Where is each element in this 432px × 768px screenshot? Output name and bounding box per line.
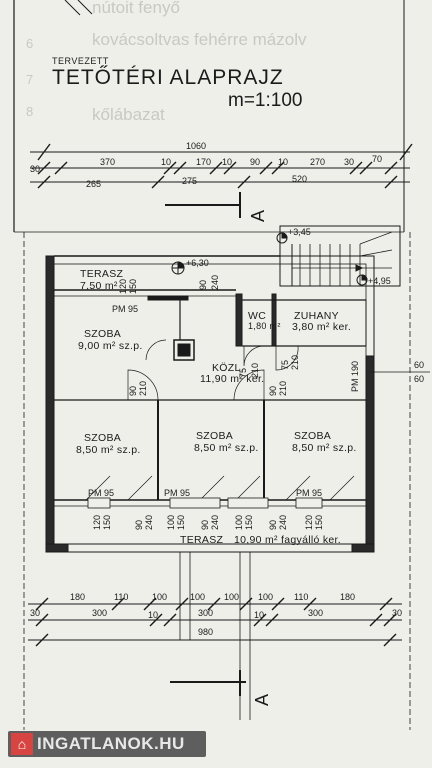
house-icon: ⌂ — [11, 733, 33, 755]
room-szoba4-name: SZOBA — [294, 430, 332, 442]
bottom-dim-1: 180 — [70, 592, 86, 602]
section-mark-top: A — [248, 209, 268, 222]
room-szoba4-area: 8,50 m² sz.p. — [292, 442, 357, 454]
section-mark-bottom: A — [252, 693, 272, 706]
room-terasz-bottom-name: TERASZ — [180, 534, 224, 546]
ghost-num-8: 8 — [26, 104, 34, 119]
room-terasz-top-name: TERASZ — [80, 268, 124, 280]
bottom-dim-r2-4: 300 — [198, 608, 214, 618]
room-kozl-area: 11,90 m² ker. — [200, 373, 265, 385]
watermark-badge: ⌂ INGATLANOK.HU — [8, 731, 206, 757]
bottom-door-dim-14: 150 — [314, 514, 324, 530]
room-szoba3-area: 8,50 m² sz.p. — [194, 442, 259, 454]
ghost-text-1: nútoit fenyő — [92, 0, 180, 17]
bottom-door-dim-11: 90 — [268, 519, 278, 530]
bottom-door-dim-4: 240 — [144, 514, 154, 530]
top-dim-total: 1060 — [186, 141, 207, 151]
ghost-num-6: 6 — [26, 36, 34, 51]
bottom-dim-7: 110 — [294, 592, 309, 602]
window-pm95-3: PM 95 — [164, 488, 191, 498]
bottom-door-dim-3: 90 — [134, 519, 144, 530]
bottom-door-dim-6: 150 — [176, 514, 186, 530]
top-dim-9: 30 — [344, 157, 355, 167]
window-pm95-1: PM 95 — [112, 304, 139, 314]
room-terasz-bottom-area: 10,90 m² fagyálló ker. — [234, 534, 341, 546]
top-dim-6: 90 — [250, 157, 261, 167]
top-dim-r2-2: 275 — [182, 176, 198, 186]
bottom-door-dim-7: 90 — [200, 519, 210, 530]
bottom-door-dim-9: 100 — [234, 514, 244, 530]
room-wc-name: WC — [248, 310, 267, 322]
bottom-dim-4: 100 — [190, 592, 206, 602]
top-dim-1: 30 — [30, 164, 41, 174]
ghost-text-3: kőlábazat — [92, 105, 165, 124]
top-dim-8: 270 — [310, 157, 326, 167]
door-dim-6: 210 — [250, 362, 260, 378]
side-dim-a: 60 — [414, 360, 425, 370]
top-dim-10: 70 — [372, 154, 383, 164]
top-dim-7: 10 — [278, 157, 289, 167]
top-dim-2: 370 — [100, 157, 116, 167]
room-wc-area: 1,80 m² — [248, 321, 281, 331]
door-dim-10: 210 — [138, 380, 148, 396]
bottom-dim-r2-1: 30 — [30, 608, 41, 618]
door-dim-7: 75 — [280, 359, 290, 370]
bottom-dim-6: 100 — [258, 592, 274, 602]
window-pm95-2: PM 95 — [88, 488, 115, 498]
room-zuhany-name: ZUHANY — [294, 310, 339, 322]
door-dim-12: 210 — [278, 380, 288, 396]
bottom-dim-5: 100 — [224, 592, 240, 602]
top-dim-r2-3: 520 — [292, 174, 308, 184]
roof-level: +6,30 — [186, 258, 209, 268]
top-dim-5: 10 — [222, 157, 233, 167]
bottom-dim-total: 980 — [198, 627, 214, 637]
room-zuhany-area: 3,80 m² ker. — [292, 321, 352, 333]
ghost-num-7: 7 — [26, 72, 34, 87]
bottom-dim-r2-6: 300 — [308, 608, 324, 618]
room-szoba1-area: 9,00 m² sz.p. — [78, 340, 143, 352]
room-szoba1-name: SZOBA — [84, 328, 122, 340]
bottom-door-dim-5: 100 — [166, 514, 176, 530]
ghost-text-2: kovácsoltvas fehérre mázolv — [92, 30, 307, 49]
room-szoba2-name: SZOBA — [84, 432, 122, 444]
bottom-dim-3: 100 — [152, 592, 168, 602]
plan-title: TETŐTÉRI ALAPRAJZ — [52, 66, 284, 89]
plan-scale: m=1:100 — [228, 90, 303, 111]
bottom-dim-r2-7: 30 — [392, 608, 403, 618]
door-dim-11: 90 — [268, 385, 278, 396]
door-dim-3: 90 — [198, 279, 208, 290]
bottom-dim-2: 110 — [114, 592, 129, 602]
door-dim-4: 240 — [210, 274, 220, 290]
bottom-door-dim-8: 240 — [210, 514, 220, 530]
door-dim-8: 210 — [290, 354, 300, 370]
watermark-text: INGATLANOK.HU — [37, 734, 185, 753]
window-pm190: PM 190 — [350, 360, 360, 392]
bottom-dim-r2-3: 10 — [148, 610, 159, 620]
bottom-door-dim-13: 120 — [304, 514, 314, 530]
bottom-dim-r2-2: 300 — [92, 608, 108, 618]
bottom-dim-r2-5: 10 — [254, 610, 265, 620]
bottom-door-dim-1: 120 — [92, 514, 102, 530]
room-szoba2-area: 8,50 m² sz.p. — [76, 444, 141, 456]
top-dim-3: 10 — [161, 157, 172, 167]
door-dim-9: 90 — [128, 385, 138, 396]
door-dim-5: 75 — [238, 367, 248, 378]
door-dim-2: 150 — [128, 278, 138, 294]
room-terasz-top-area: 7,50 m² — [80, 280, 118, 292]
top-dim-r2-1: 265 — [86, 179, 102, 189]
bottom-dim-8: 180 — [340, 592, 356, 602]
door-dim-1: 120 — [118, 278, 128, 294]
side-dim-b: 60 — [414, 374, 425, 384]
top-dim-4: 170 — [196, 157, 212, 167]
stair-level-top: +3,45 — [288, 227, 311, 237]
bottom-door-dim-10: 150 — [244, 514, 254, 530]
bottom-door-dim-12: 240 — [278, 514, 288, 530]
plan-label: TERVEZETT — [52, 56, 109, 66]
room-szoba3-name: SZOBA — [196, 430, 234, 442]
stair-level-bottom: +4,95 — [368, 276, 391, 286]
window-pm95-4: PM 95 — [296, 488, 323, 498]
bottom-door-dim-2: 150 — [102, 514, 112, 530]
room-kozl-name: KÖZL. — [212, 362, 244, 374]
